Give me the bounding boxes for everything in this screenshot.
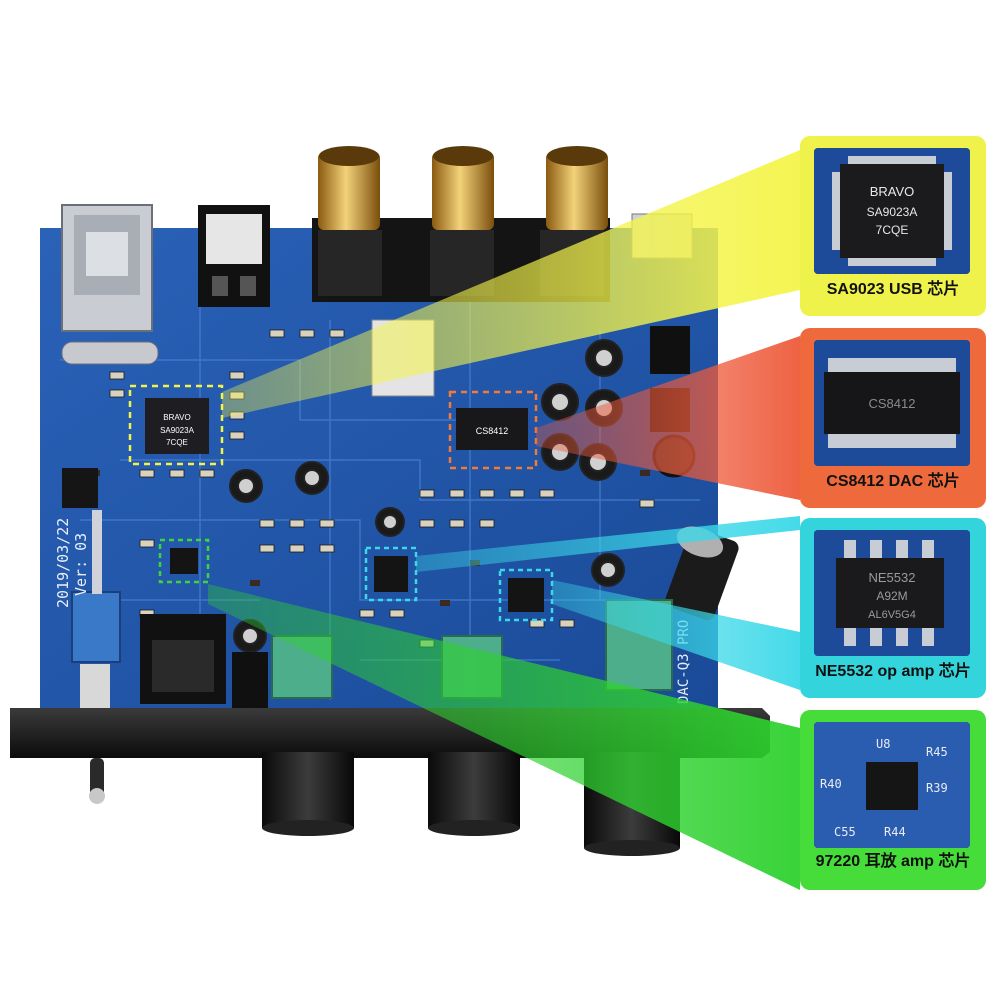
callout-opamp-label: NE5532 op amp 芯片	[815, 663, 971, 680]
opamp-chip-closeup: NE5532 A92M AL6V5G4	[814, 530, 970, 656]
closeup-dac-part: CS8412	[869, 396, 916, 411]
usb-chip-brand: BRAVO	[163, 413, 190, 422]
ic-dark-right	[650, 326, 690, 374]
closeup-usb-code: 7CQE	[876, 223, 909, 237]
ic-small-left	[62, 468, 98, 508]
callout-hp-amp-chip: U8 R45 R40 R39 C55 R44 97220 耳放 amp 芯片	[800, 710, 986, 890]
closeup-opamp-lot: AL6V5G4	[868, 609, 916, 621]
callout-usb-chip: BRAVO SA9023A 7CQE SA9023 USB 芯片	[800, 136, 986, 316]
beam-orange	[536, 336, 800, 500]
callout-opamp-chip: NE5532 A92M AL6V5G4 NE5532 op amp 芯片	[800, 518, 986, 698]
closeup-hp-c55: C55	[834, 825, 856, 839]
beam-green	[208, 584, 800, 890]
beam-yellow	[222, 150, 800, 418]
rca-gold-jacks	[318, 146, 608, 230]
closeup-hp-r40: R40	[820, 777, 842, 791]
closeup-opamp-code: A92M	[876, 589, 907, 603]
closeup-usb-part: SA9023A	[867, 205, 918, 219]
closeup-hp-u8: U8	[876, 737, 890, 751]
usb-b-port	[61, 204, 153, 332]
beam-cyan-1	[416, 516, 800, 572]
callout-usb-label: SA9023 USB 芯片	[826, 281, 960, 298]
dac-chip-on-board: CS8412	[448, 390, 538, 470]
closeup-hp-r45: R45	[926, 745, 948, 759]
closeup-hp-r44: R44	[884, 825, 906, 839]
optical-port-top	[198, 205, 270, 307]
usb-chip-on-board: BRAVO SA9023A 7CQE	[128, 384, 224, 466]
optical-port-bottom	[140, 614, 226, 704]
callout-dac-chip: CS8412 CS8412 DAC 芯片	[800, 328, 986, 508]
smd-components	[109, 329, 655, 648]
callout-dac-label: CS8412 DAC 芯片	[826, 473, 960, 490]
closeup-hp-r39: R39	[926, 781, 948, 795]
dc-jack	[232, 652, 268, 708]
usb-chip-part: SA9023A	[160, 426, 194, 435]
crystal-oscillator	[61, 341, 159, 365]
date-mark: 2019/03/22	[54, 518, 72, 608]
dac-chip-part: CS8412	[476, 426, 509, 436]
usb-chip-closeup: BRAVO SA9023A 7CQE	[814, 148, 970, 274]
closeup-usb-brand: BRAVO	[870, 184, 915, 199]
version-mark: Ver: 03	[72, 533, 90, 596]
closeup-opamp-part: NE5532	[869, 570, 916, 585]
dac-chip-closeup: CS8412	[814, 340, 970, 466]
usb-chip-code: 7CQE	[166, 438, 188, 447]
toggle-switch	[71, 510, 121, 710]
hp-chip-closeup: U8 R45 R40 R39 C55 R44	[814, 722, 970, 848]
hp-chip-on-board	[158, 538, 210, 584]
callout-hp-label: 97220 耳放 amp 芯片	[815, 853, 971, 870]
beam-cyan-2	[552, 580, 800, 690]
